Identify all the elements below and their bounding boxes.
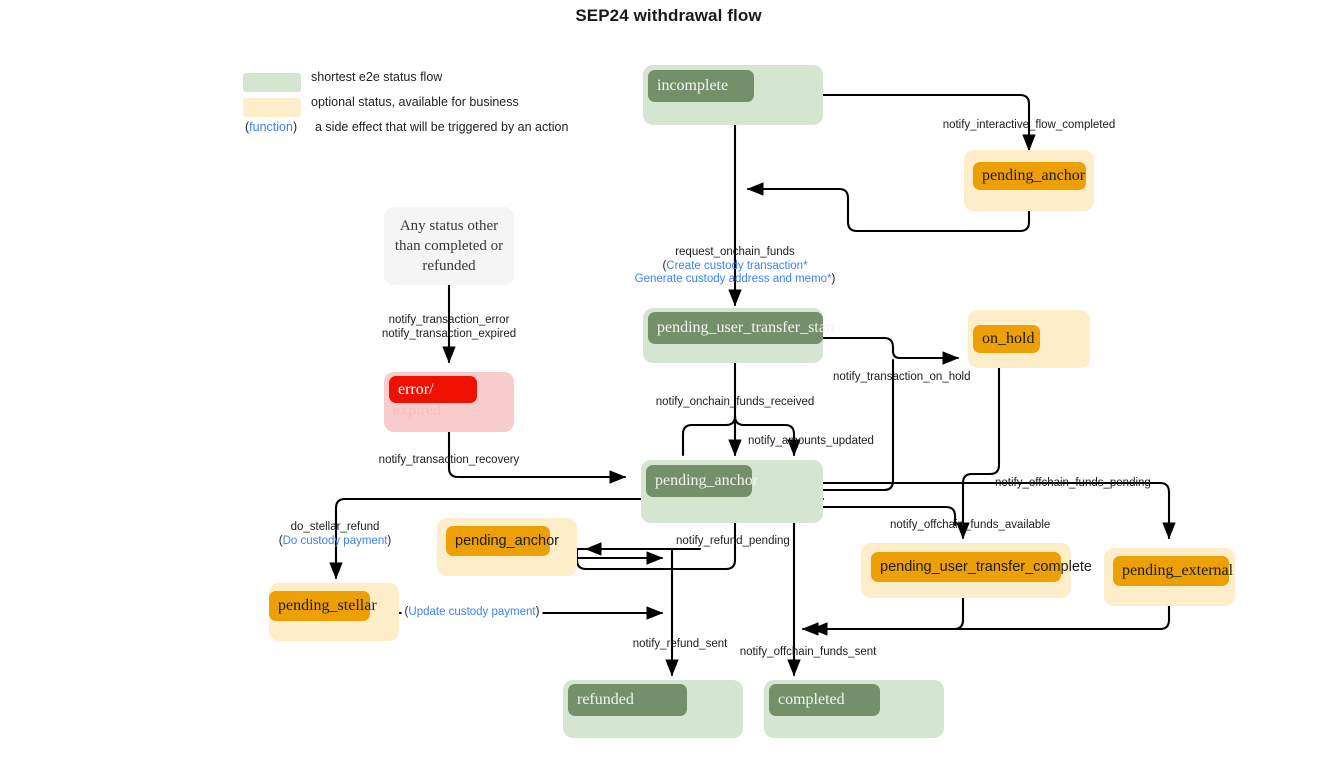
paren-open: (: [662, 260, 667, 272]
edge-label-notify-amounts-updated: notify_amounts_updated: [748, 435, 874, 447]
legend-function-keyword: function: [249, 120, 293, 134]
edge-label-create-custody-transaction: (Create custody transaction*: [662, 260, 807, 274]
node-pending-anchor-refund[interactable]: pending_anchor: [437, 518, 577, 576]
legend-label-cream: optional status, available for business: [311, 95, 519, 109]
node-pending-anchor-top[interactable]: pending_anchor: [964, 150, 1094, 211]
edge-label-notify-onchain-funds-received: notify_onchain_funds_received: [655, 396, 815, 408]
function-create-custody-transaction: Create custody transaction*: [666, 260, 808, 272]
legend-swatch-green: [243, 73, 301, 92]
edge-label-do-stellar-refund: do_stellar_refund: [290, 521, 380, 533]
node-refunded-inner: refunded: [568, 684, 687, 716]
node-any-status-line2: than completed or: [394, 237, 504, 254]
legend-label-function: a side effect that will be triggered by …: [315, 120, 569, 134]
paren-close: ): [831, 273, 836, 285]
legend-paren-close: ): [292, 120, 298, 134]
node-on-hold[interactable]: on_hold: [968, 310, 1090, 368]
function-generate-custody-address: Generate custody address and memo*: [634, 273, 832, 285]
node-pending-user-transfer-complete[interactable]: pending_user_transfer_complete: [861, 543, 1092, 598]
node-pending-user-transfer-complete-inner: pending_user_transfer_complete: [871, 552, 1092, 582]
node-any-status-line1: Any status other: [399, 217, 499, 234]
node-completed-inner: completed: [769, 684, 880, 716]
node-error-expired[interactable]: error/ expired: [384, 372, 514, 432]
paren-close-3: ): [535, 606, 540, 618]
edge-label-do-custody-payment: (Do custody payment): [279, 535, 392, 549]
node-any-status-line3: refunded: [422, 258, 476, 275]
paren-close-2: ): [387, 535, 392, 547]
node-pending-stellar[interactable]: pending_stellar: [269, 583, 399, 641]
edge-label-notify-offchain-funds-pending: notify_offchain_funds_pending: [995, 477, 1151, 489]
paren-open-3: (: [404, 606, 409, 618]
node-pending-anchor-refund-inner: pending_anchor: [446, 526, 559, 556]
page-title: SEP24 withdrawal flow: [575, 6, 762, 25]
edge-label-notify-transaction-expired: notify_transaction_expired: [381, 328, 517, 340]
edge-label-generate-custody-address: Generate custody address and memo*): [635, 273, 836, 287]
legend-paren-open: (: [245, 120, 250, 134]
node-on-hold-inner: on_hold: [973, 325, 1040, 353]
edge-label-notify-transaction-error: notify_transaction_error: [388, 314, 510, 326]
node-pending-external-inner: pending_external: [1113, 556, 1233, 586]
node-any-status[interactable]: Any status other than completed or refun…: [384, 207, 514, 285]
edge-label-request-onchain-funds: request_onchain_funds: [675, 246, 795, 258]
legend-label-green: shortest e2e status flow: [311, 70, 443, 84]
node-pending-user-transfer-start-inner: pending_user_transfer_start: [648, 312, 836, 344]
node-error-expired-inner: error/: [389, 376, 477, 403]
edge-label-notify-transaction-recovery: notify_transaction_recovery: [378, 454, 520, 466]
node-pending-anchor-center[interactable]: pending_anchor: [641, 460, 823, 523]
function-update-custody-payment: Update custody payment: [408, 606, 536, 618]
edge-label-notify-refund-sent: notify_refund_sent: [632, 638, 728, 650]
edge-label-notify-offchain-funds-available: notify_offchain_funds_available: [890, 519, 1051, 531]
legend-function-token: (function): [245, 120, 297, 134]
function-do-custody-payment: Do custody payment: [282, 535, 388, 547]
node-pending-user-transfer-start[interactable]: pending_user_transfer_start: [643, 308, 836, 363]
node-completed[interactable]: completed: [764, 680, 944, 738]
legend-swatch-cream: [243, 98, 301, 117]
edge-label-notify-offchain-funds-sent: notify_offchain_funds_sent: [739, 646, 877, 658]
node-pending-stellar-inner: pending_stellar: [269, 591, 377, 621]
edge-label-notify-transaction-on-hold: notify_transaction_on_hold: [833, 371, 971, 383]
edge-label-notify-interactive-flow-completed: notify_interactive_flow_completed: [942, 119, 1116, 131]
node-incomplete-inner: incomplete: [648, 70, 754, 102]
node-pending-anchor-top-inner: pending_anchor: [973, 162, 1086, 190]
node-pending-external[interactable]: pending_external: [1104, 548, 1235, 606]
edge-label-notify-refund-pending: notify_refund_pending: [676, 535, 790, 547]
node-refunded[interactable]: refunded: [563, 680, 743, 738]
edge-label-update-custody-payment: (Update custody payment): [401, 606, 543, 620]
node-error-expired-second-line: expired: [393, 402, 441, 419]
paren-open-2: (: [278, 535, 283, 547]
node-pending-anchor-center-inner: pending_anchor: [646, 465, 758, 497]
node-incomplete[interactable]: incomplete: [643, 65, 823, 125]
